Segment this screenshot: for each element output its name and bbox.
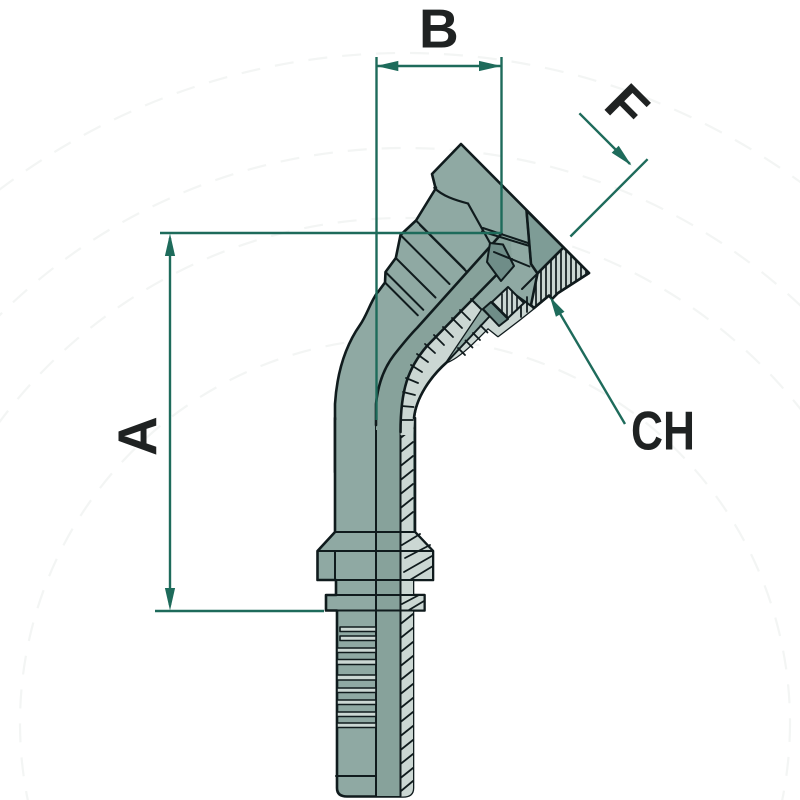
svg-text:A: A — [106, 416, 168, 456]
svg-text:B: B — [419, 0, 459, 60]
svg-text:CH: CH — [631, 400, 695, 462]
svg-text:F: F — [593, 72, 661, 140]
